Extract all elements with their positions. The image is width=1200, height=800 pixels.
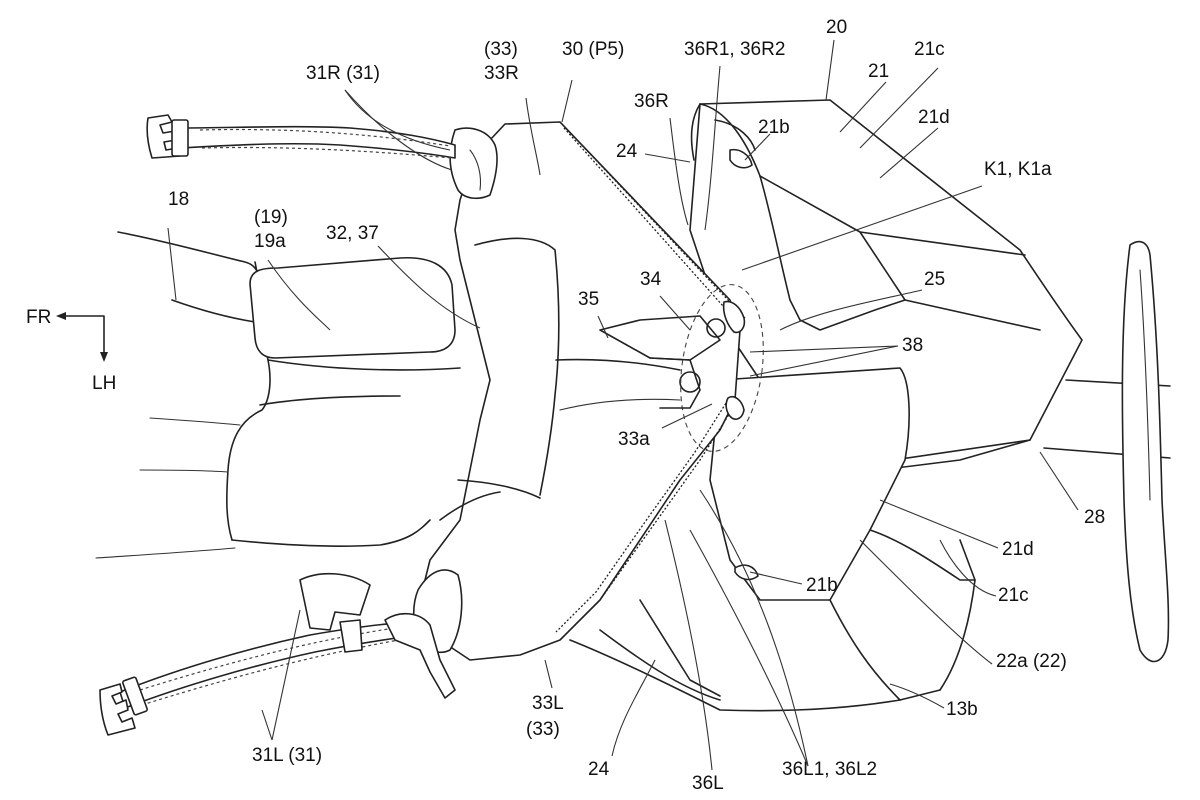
label-21b-bottom: 21b	[806, 575, 838, 596]
label-36r1-36r2: 36R1, 36R2	[684, 39, 786, 60]
arrow-down-icon	[100, 352, 108, 362]
label-36l: 36L	[692, 773, 724, 794]
bag-30	[412, 121, 764, 661]
label-k1-k1a: K1, K1a	[984, 159, 1052, 180]
label-24-top: 24	[616, 141, 638, 162]
label-35: 35	[578, 289, 600, 310]
label-20: 20	[826, 17, 848, 38]
label-21c-bottom: 21c	[998, 585, 1029, 606]
label-31r: 31R (31)	[306, 63, 380, 84]
label-18: 18	[168, 189, 190, 210]
direction-indicator	[56, 312, 108, 362]
label-21d-top: 21d	[918, 107, 950, 128]
label-30-p5: 30 (P5)	[562, 39, 625, 60]
label-21c-top: 21c	[914, 39, 945, 60]
label-32-37: 32, 37	[326, 223, 379, 244]
label-36r: 36R	[634, 91, 669, 112]
label-36l1-36l2: 36L1, 36L2	[782, 759, 878, 780]
label-33-top: (33)	[484, 39, 518, 60]
arrow-left-icon	[56, 312, 66, 320]
label-34: 34	[640, 269, 662, 290]
box-21	[689, 99, 1083, 701]
label-19a: 19a	[254, 231, 286, 252]
label-28: 28	[1084, 507, 1106, 528]
label-33l: 33L	[532, 693, 564, 714]
stay-28	[1043, 240, 1171, 663]
belts	[99, 114, 456, 736]
pad-19a	[249, 256, 456, 359]
label-21: 21	[868, 61, 890, 82]
label-22a: 22a (22)	[996, 651, 1067, 672]
leader-lines	[167, 39, 1079, 771]
label-19: (19)	[254, 207, 288, 228]
label-33r: 33R	[484, 63, 519, 84]
label-13b: 13b	[946, 699, 978, 720]
label-25: 25	[924, 269, 946, 290]
label-33a: 33a	[618, 429, 650, 450]
label-left-hand: LH	[92, 373, 117, 394]
label-33-bottom: (33)	[526, 719, 560, 740]
label-21b-top: 21b	[758, 117, 790, 138]
label-31l: 31L (31)	[252, 745, 323, 766]
label-forward: FR	[26, 307, 52, 328]
label-21d-bottom: 21d	[1002, 539, 1034, 560]
label-38: 38	[902, 335, 924, 356]
label-24-bottom: 24	[588, 759, 610, 780]
